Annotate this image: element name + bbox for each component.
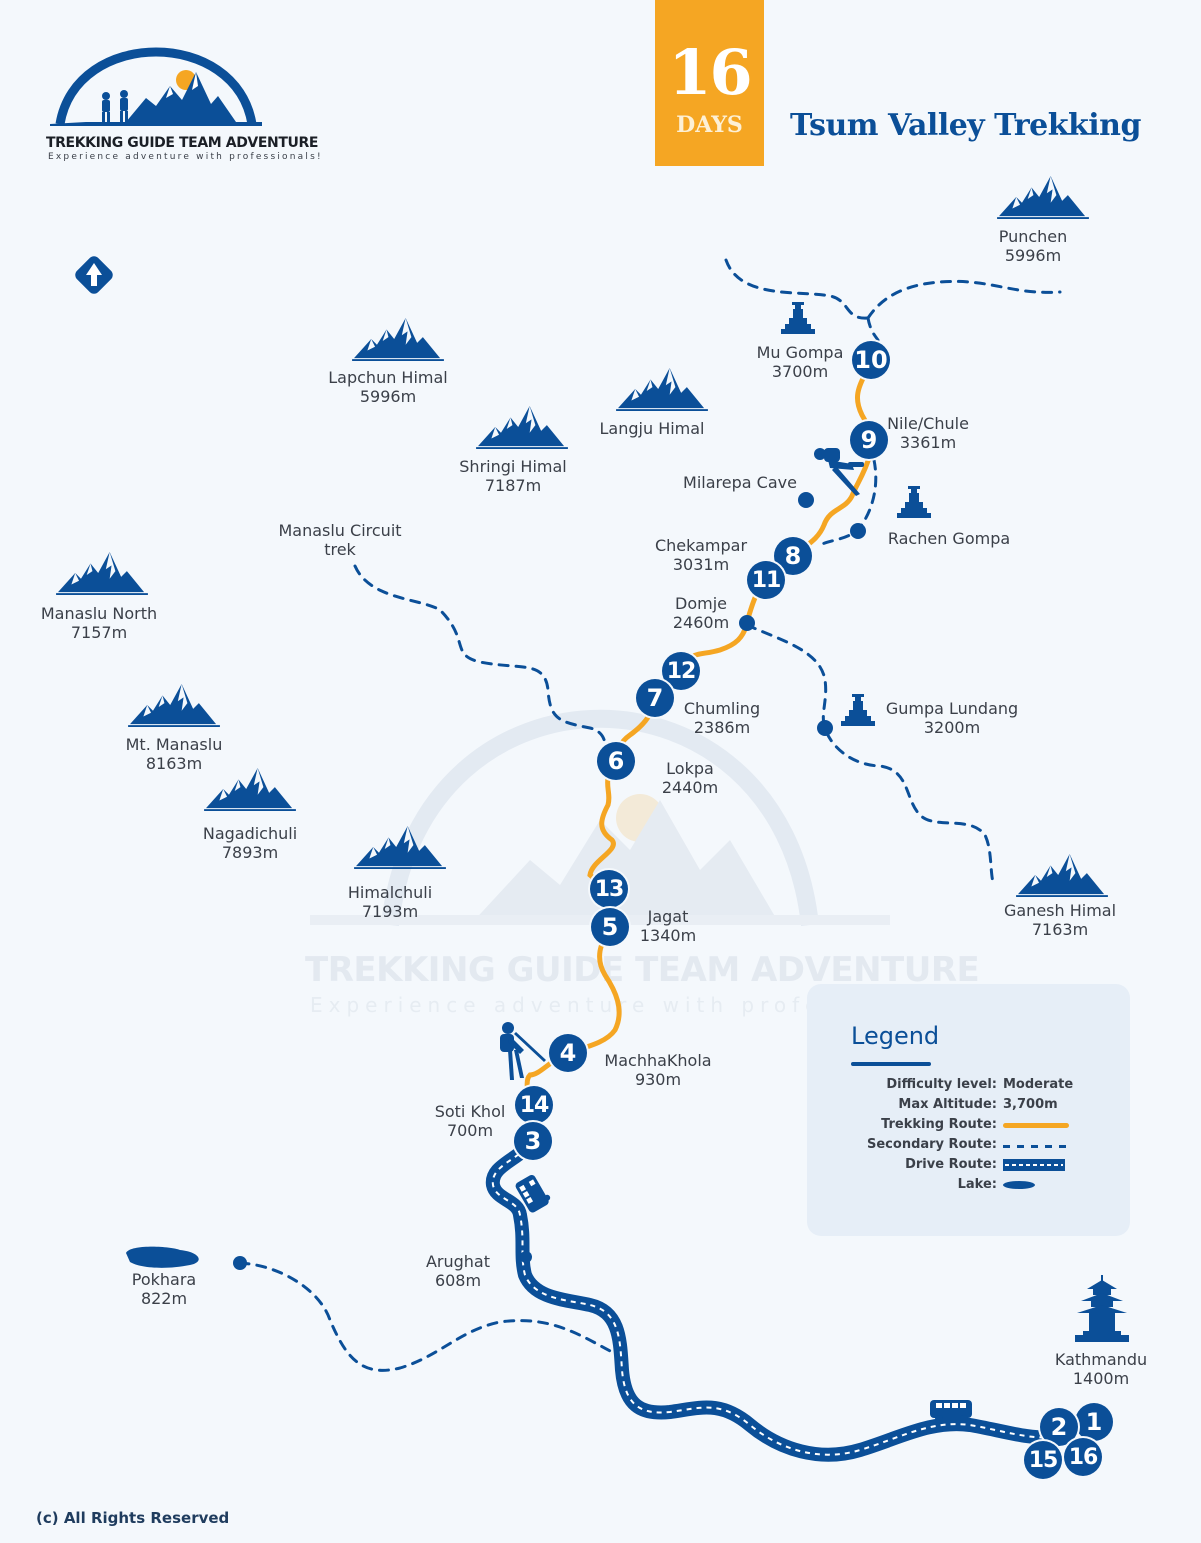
mountain-icon: [997, 176, 1089, 220]
mountain-icon: [616, 368, 708, 412]
day-stop-5: 5: [591, 908, 629, 946]
trekking-route-swatch: [1003, 1123, 1069, 1128]
gompa-icon: [897, 486, 931, 518]
pokhara-lake-icon: [126, 1246, 199, 1268]
hiker-icon: [500, 1022, 546, 1080]
place-label-rachen-gompa: Rachen Gompa: [887, 529, 1011, 548]
north-arrow-icon: [75, 256, 113, 294]
gompa-icon: [781, 302, 815, 334]
legend-row-max-altitude: Max Altitude:3,700m: [898, 1097, 1058, 1112]
gompa-icon: [841, 694, 875, 726]
days-badge: 16 DAYS: [655, 0, 764, 166]
day-stop-4: 4: [549, 1034, 587, 1072]
legend-row-drive-route: Drive Route:: [807, 1157, 1130, 1177]
mountain-icon: [352, 318, 444, 362]
days-label: DAYS: [676, 112, 743, 138]
mountain-icon: [1016, 854, 1108, 898]
day-stop-13: 13: [590, 870, 628, 908]
legend-panel: Legend Difficulty level:Moderate Max Alt…: [807, 984, 1130, 1236]
point-markers: [233, 492, 866, 1270]
day-stop-15: 15: [1024, 1441, 1062, 1479]
day-stop-2: 2: [1040, 1408, 1078, 1446]
mountain-icon: [204, 768, 296, 812]
days-number: 16: [668, 36, 752, 109]
hiker-icon: [814, 448, 864, 496]
drive-route-swatch: [1003, 1159, 1065, 1171]
day-stop-1: 1: [1075, 1403, 1113, 1441]
day-stop-3: 3: [514, 1122, 552, 1160]
legend-underline: [851, 1062, 931, 1066]
day-stop-14: 14: [515, 1086, 553, 1124]
legend-row-secondary-route: Secondary Route:: [807, 1137, 1130, 1157]
temple-icon: [1075, 1275, 1129, 1342]
mountain-icon: [354, 826, 446, 870]
logo-arc-mountains-icon: [50, 47, 262, 126]
legend-row-difficulty: Difficulty level:Moderate: [886, 1077, 1074, 1092]
brand-name: TREKKING GUIDE TEAM ADVENTURE: [46, 135, 318, 151]
bus-icon: [930, 1400, 972, 1423]
legend-title: Legend: [851, 1022, 940, 1050]
page-title: Tsum Valley Trekking: [790, 108, 1141, 143]
day-stop-7: 7: [636, 679, 674, 717]
day-stop-6: 6: [597, 742, 635, 780]
day-stop-16: 16: [1064, 1438, 1102, 1476]
bus-icon: [515, 1175, 551, 1213]
lake-swatch-icon: [1003, 1181, 1035, 1189]
legend-row-lake: Lake:: [807, 1177, 1130, 1197]
mountain-label-langju: Langju Himal: [599, 419, 705, 438]
brand-tagline: Experience adventure with professionals!: [48, 152, 323, 162]
mountain-icon: [128, 684, 220, 728]
mountain-icon: [476, 406, 568, 450]
drive-route: [485, 1133, 1062, 1462]
mountain-icon: [56, 552, 148, 596]
legend-row-trekking-route: Trekking Route:: [807, 1117, 1130, 1137]
copyright-text: (c) All Rights Reserved: [36, 1509, 230, 1527]
secondary-route-swatch: [1003, 1145, 1069, 1148]
watermark-logo-icon: [310, 709, 890, 926]
day-stop-9: 9: [850, 421, 888, 459]
place-label-milarepa-cave: Milarepa Cave: [683, 473, 797, 492]
day-stop-11: 11: [747, 561, 785, 599]
watermark-brand: TREKKING GUIDE TEAM ADVENTURE: [305, 950, 980, 990]
day-stop-10: 10: [852, 341, 890, 379]
